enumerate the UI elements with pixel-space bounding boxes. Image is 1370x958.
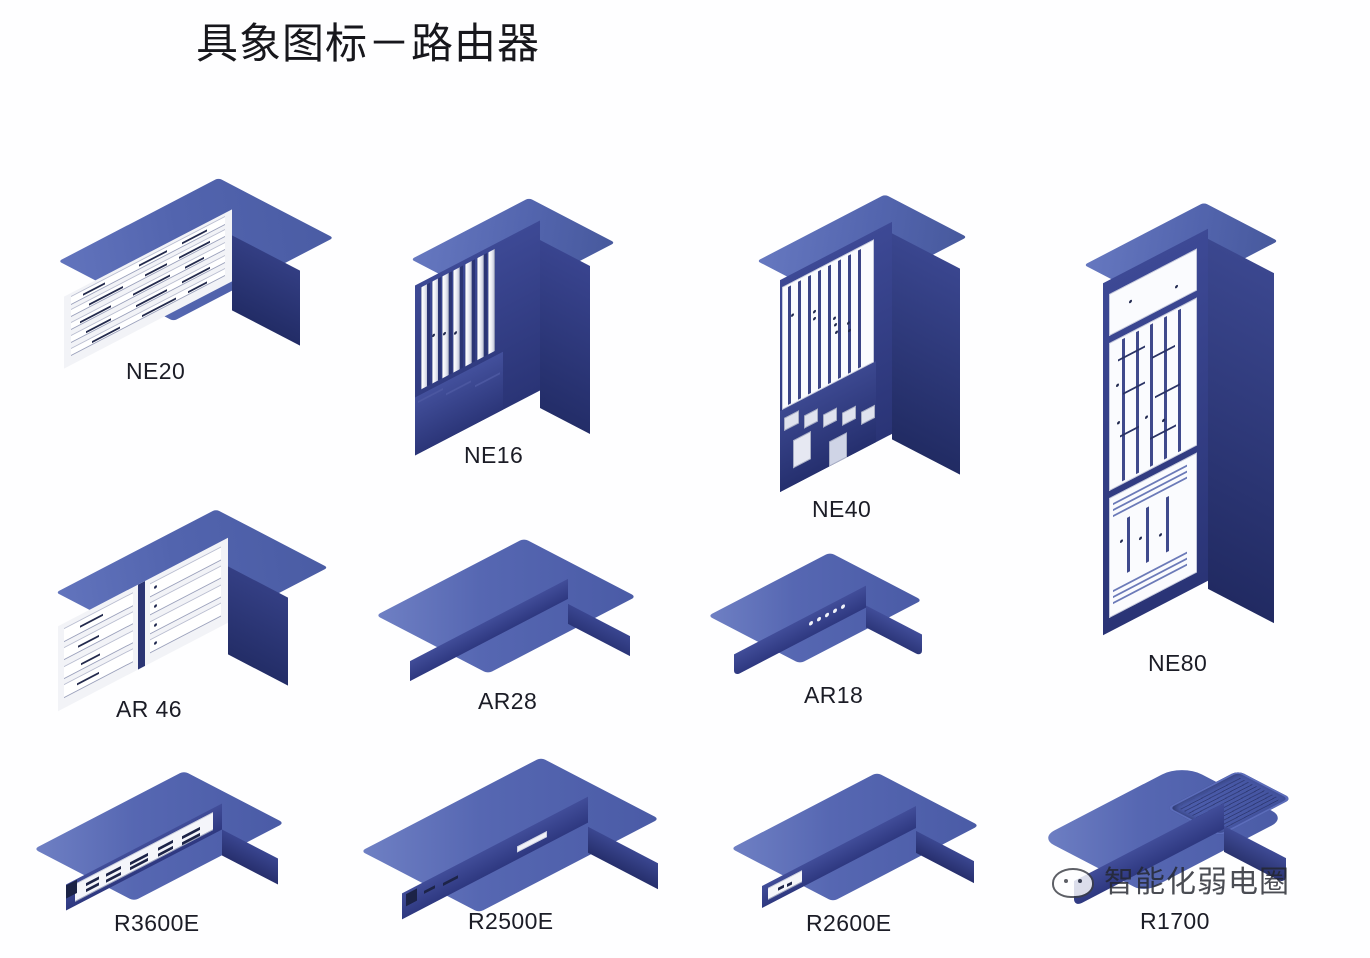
- device-ne80[interactable]: NE80: [1084, 202, 1311, 684]
- ne16-illustration: [402, 192, 617, 482]
- device-ne20[interactable]: NE20: [48, 178, 334, 393]
- device-ne16[interactable]: NE16: [402, 192, 617, 482]
- device-ar28[interactable]: AR28: [376, 536, 642, 721]
- device-ne40[interactable]: NE40: [756, 194, 976, 536]
- device-r2600e[interactable]: R2600E: [731, 772, 996, 946]
- device-label-ne80: NE80: [1148, 650, 1208, 676]
- device-ar18[interactable]: AR18: [708, 552, 952, 719]
- ar18-led: [825, 612, 830, 619]
- device-label-r2500e: R2500E: [468, 908, 554, 934]
- device-r3600e[interactable]: R3600E: [34, 771, 306, 946]
- ne16-side-face: [540, 240, 590, 434]
- device-label-r2600e: R2600E: [806, 910, 892, 936]
- device-label-r1700: R1700: [1140, 908, 1210, 934]
- ne80-illustration: [1084, 202, 1311, 684]
- ar28-top-face: [376, 538, 636, 674]
- device-label-ne16: NE16: [464, 442, 524, 468]
- device-label-ar18: AR18: [804, 682, 864, 708]
- device-label-ne20: NE20: [126, 358, 186, 384]
- device-r2500e[interactable]: R2500E: [361, 757, 686, 946]
- ar18-led: [833, 608, 837, 615]
- r2500e-top-face: [361, 757, 659, 913]
- r2600e-front-slot: [768, 870, 803, 900]
- device-r1700[interactable]: R1700: [1040, 764, 1318, 948]
- device-label-ar28: AR28: [478, 688, 538, 714]
- ar18-led: [809, 620, 814, 627]
- device-label-r3600e: R3600E: [114, 910, 200, 936]
- device-ar46[interactable]: AR 46: [40, 509, 328, 729]
- ar18-top-face: [708, 552, 922, 664]
- ne40-side-face: [892, 233, 960, 475]
- device-label-ne40: NE40: [812, 496, 872, 522]
- ar18-led: [840, 604, 845, 611]
- ar18-led: [817, 616, 822, 623]
- ne80-side-face: [1208, 238, 1274, 624]
- page-title: 具象图标－路由器: [196, 19, 541, 68]
- device-label-ar46: AR 46: [116, 696, 182, 722]
- ne80-front-panel: [1103, 228, 1208, 636]
- r1700-side-face: [1224, 825, 1286, 885]
- ne40-illustration: [756, 194, 976, 536]
